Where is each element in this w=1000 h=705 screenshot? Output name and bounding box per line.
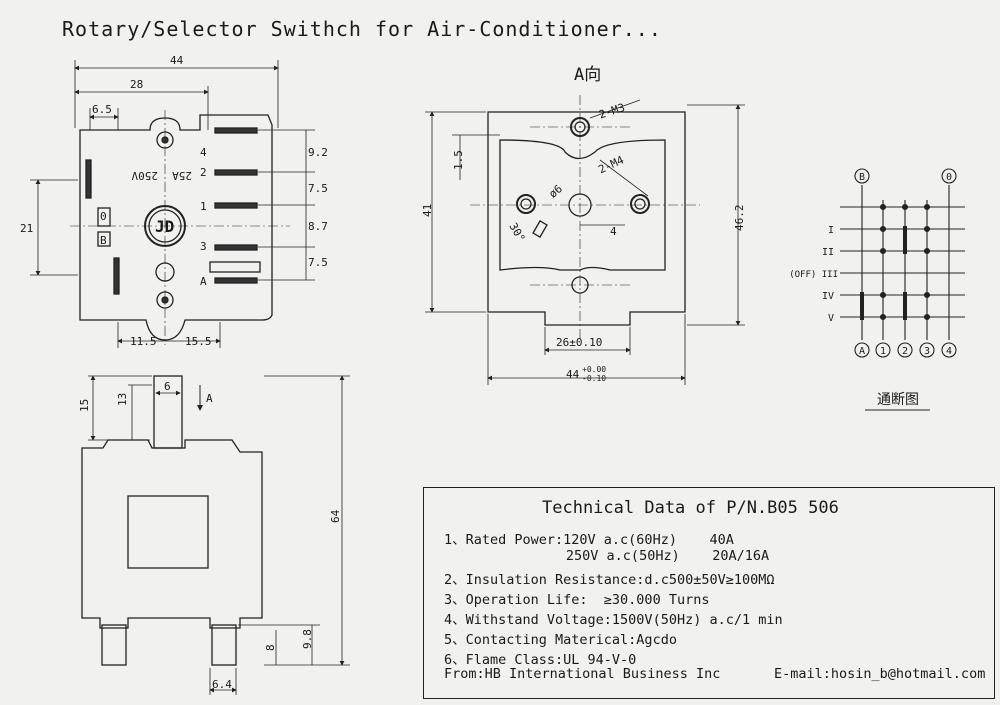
- side-view: [81, 375, 350, 695]
- term-label-a: A: [200, 275, 207, 288]
- diagram-row-label-3: (OFF) III: [789, 270, 838, 280]
- term-label-b: B: [100, 234, 107, 247]
- terminal-left: [101, 624, 127, 666]
- diagram-top-label-b: B: [859, 172, 865, 183]
- diagram-bottom-label-1: 1: [880, 346, 886, 357]
- top-view-body-outline: [79, 114, 273, 341]
- from-line: From:HB International Business Inc: [444, 666, 721, 682]
- connection-diagram-labels: B 0 I II (OFF) III IV V A 1 2 3 4 通断图: [789, 172, 952, 408]
- spec-item-contact-material: 5、Contacting Materical:Agcdo: [444, 632, 677, 648]
- spec-item-rated-power-2: 250V a.c(50Hz) 20A/16A: [444, 548, 770, 564]
- a-view-outer-outline: [487, 111, 686, 326]
- dim-13: 13: [116, 393, 129, 406]
- email-line: E-mail:hosin_b@hotmail.com: [774, 666, 986, 682]
- view-arrow-a: A: [206, 392, 213, 405]
- dim-64: 64: [329, 509, 342, 523]
- side-view-labels: 15 13 6 A 64 9.8 8 6.4: [78, 380, 342, 691]
- dim-46-2: 46.2: [733, 205, 746, 232]
- term-label-1: 1: [200, 200, 207, 213]
- diagram-bottom-label-3: 3: [924, 346, 930, 357]
- dim-9-8: 9.8: [301, 629, 314, 649]
- diagram-bottom-label-2: 2: [902, 346, 908, 357]
- side-view-body: [81, 439, 263, 629]
- page-title: Rotary/Selector Swithch for Air-Conditio…: [62, 17, 662, 41]
- term-label-4: 4: [200, 146, 207, 159]
- diagram-row-label-2: II: [822, 247, 834, 258]
- top-view: [30, 60, 315, 348]
- dim-41: 41: [421, 204, 434, 217]
- spec-item-rated-power: 1、Rated Power:120V a.c(60Hz) 40A: [444, 532, 734, 548]
- diagram-top-label-0: 0: [946, 172, 952, 183]
- jd-logo: JD: [155, 217, 174, 236]
- dim-26: 26±0.10: [556, 336, 602, 349]
- spec-item-withstand-voltage: 4、Withstand Voltage:1500V(50Hz) a.c/1 mi…: [444, 612, 783, 628]
- shaft: [153, 375, 183, 449]
- dim-6: 6: [164, 380, 171, 393]
- dim-44-tol-lower: -0.10: [582, 374, 606, 383]
- dim-28: 28: [130, 78, 143, 91]
- top-view-labels: 44 28 6.5 21 9.2 7.5 8.7 7.5 11.5 15.5 2…: [20, 54, 328, 348]
- a-view-labels: A向 2-M3 2-M4 ø6 30° 4 41 1.5 46.2 26±0.1…: [421, 65, 746, 383]
- spec-item-flame-class: 6、Flame Class:UL 94-V-0: [444, 652, 637, 668]
- dim-7-5-a: 7.5: [308, 182, 328, 195]
- diagram-caption: 通断图: [877, 392, 919, 408]
- a-view-label: A向: [574, 65, 601, 85]
- diagram-row-label-1: I: [828, 225, 834, 236]
- dim-8: 8: [264, 644, 277, 651]
- dim-44-top: 44: [170, 54, 184, 67]
- body-current: 25A: [172, 169, 192, 182]
- dim-1-5: 1.5: [452, 150, 465, 170]
- dim-7-5-b: 7.5: [308, 256, 328, 269]
- dim-9-2: 9.2: [308, 146, 328, 159]
- angle-label: 30°: [506, 221, 527, 245]
- dim-6-4: 6.4: [212, 678, 232, 691]
- dim-6-5: 6.5: [92, 103, 112, 116]
- diagram-row-label-4: IV: [822, 291, 834, 302]
- spec-title: Technical Data of P/N.B05 506: [542, 498, 839, 518]
- gap-label: 4: [610, 225, 617, 238]
- term-label-0: 0: [100, 210, 107, 223]
- dim-44-tol-upper: +0.00: [582, 365, 606, 374]
- dim-44-a: 44: [566, 368, 580, 381]
- diagram-bottom-label-4: 4: [946, 346, 952, 357]
- thread-m3-label: 2-M3: [597, 101, 626, 122]
- spec-item-operation-life: 3、Operation Life: ≥30.000 Turns: [444, 592, 710, 608]
- terminal-right: [211, 624, 237, 666]
- dim-21: 21: [20, 222, 33, 235]
- diagram-row-label-5: V: [828, 313, 834, 324]
- label-window: [127, 495, 209, 569]
- connection-diagram: [840, 168, 965, 411]
- technical-data-box: Technical Data of P/N.B05 506 1、Rated Po…: [423, 487, 995, 699]
- dim-11-5: 11.5: [130, 335, 157, 348]
- dim-8-7: 8.7: [308, 220, 328, 233]
- dim-15: 15: [78, 399, 91, 412]
- diagram-bottom-label-a: A: [859, 346, 865, 357]
- diameter-label: ø6: [546, 182, 565, 200]
- thread-m4-label: 2-M4: [596, 153, 626, 176]
- spec-item-insulation: 2、Insulation Resistance:d.c500±50V≥100MΩ: [444, 572, 775, 588]
- term-label-3: 3: [200, 240, 207, 253]
- body-voltage: 250V: [131, 169, 158, 182]
- dim-15-5: 15.5: [185, 335, 212, 348]
- term-label-2: 2: [200, 166, 207, 179]
- a-view: [425, 95, 745, 385]
- a-view-inner-outline: [499, 139, 666, 271]
